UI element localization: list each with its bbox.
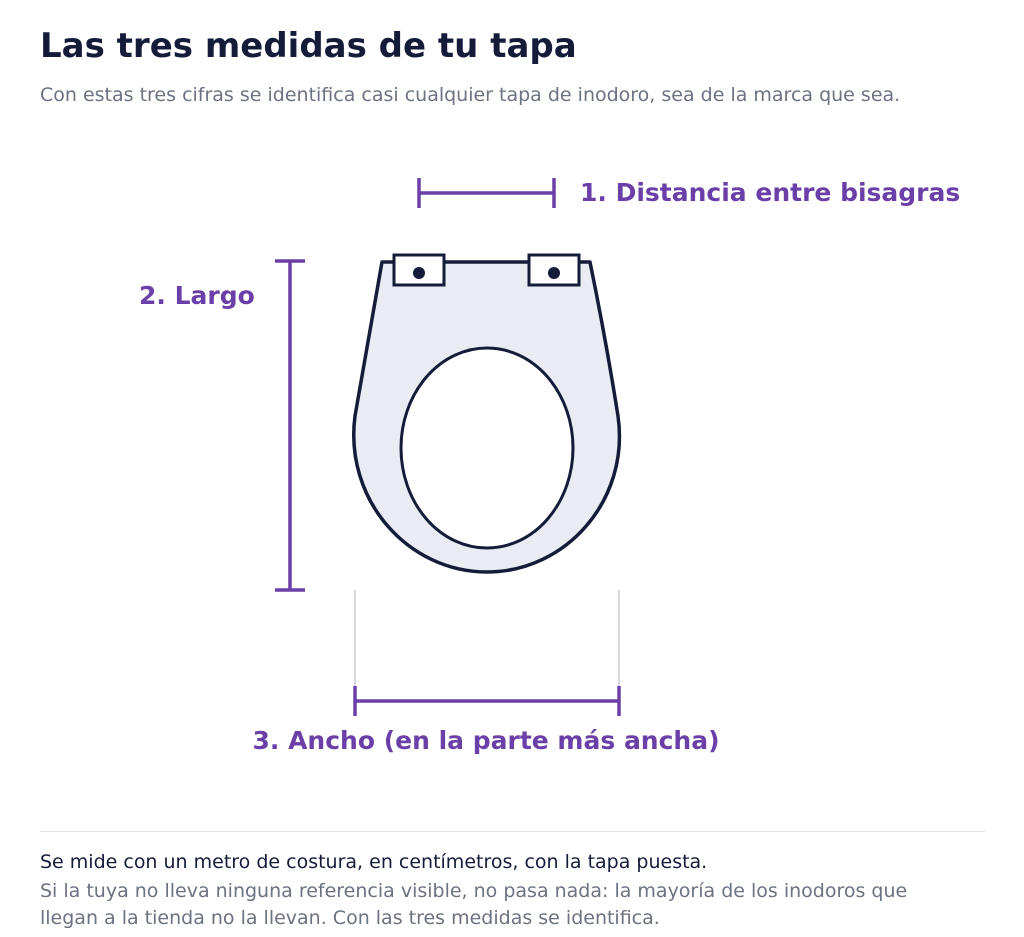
hinge-left xyxy=(392,253,446,287)
hinge-distance-dimension xyxy=(417,178,556,208)
length-label: 2. Largo xyxy=(139,281,255,310)
page-subtitle: Con estas tres cifras se identifica casi… xyxy=(40,84,901,106)
width-guides xyxy=(354,590,620,716)
page-title: Las tres medidas de tu tapa xyxy=(40,26,577,66)
seat-opening xyxy=(399,346,575,550)
hinge-distance-label: 1. Distancia entre bisagras xyxy=(580,178,960,207)
width-label: 3. Ancho (en la parte más ancha) xyxy=(252,726,719,755)
hinge-right xyxy=(527,253,581,287)
measure-instruction: Se mide con un metro de costura, en cent… xyxy=(40,851,708,873)
length-dimension xyxy=(275,259,305,592)
divider xyxy=(40,831,985,832)
width-dimension xyxy=(353,686,621,716)
reference-note: Si la tuya no lleva ninguna referencia v… xyxy=(40,880,908,929)
